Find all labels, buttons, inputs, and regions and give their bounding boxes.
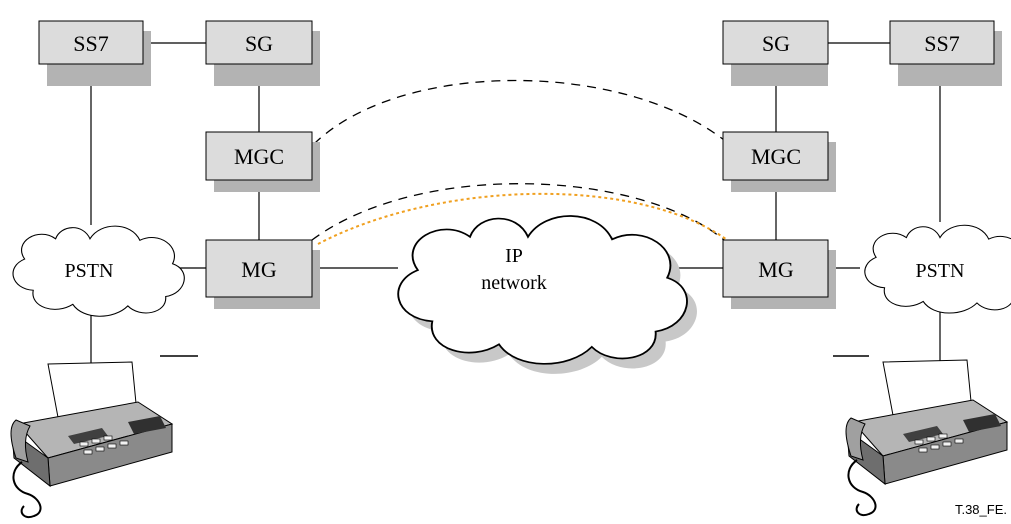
figure-code: T.38_FE.	[955, 502, 1007, 517]
box-label-mg-right: MG	[758, 257, 794, 282]
cloud-label-pstn-right: PSTN	[916, 260, 965, 282]
box-mg-right: MG	[722, 239, 836, 309]
box-mgc-left: MGC	[205, 131, 320, 192]
media-path	[317, 192, 731, 245]
box-label-mgc-left: MGC	[234, 144, 284, 169]
cloud-pstn-right: PSTN	[864, 224, 1011, 314]
box-sg-right: SG	[722, 20, 829, 86]
box-label-mgc-right: MGC	[751, 144, 801, 169]
box-ss7-right: SS7	[889, 20, 1002, 86]
box-ss7-left: SS7	[38, 20, 151, 86]
fax-machine-icon	[845, 359, 1009, 516]
box-label-ss7-right: SS7	[924, 31, 959, 56]
box-label-ss7-left: SS7	[73, 31, 108, 56]
cloud-label-ip: IP	[505, 245, 523, 267]
cloud-label-pstn-left: PSTN	[65, 260, 114, 282]
cloud-pstn-left: PSTN	[12, 225, 185, 317]
box-label-sg-left: SG	[245, 31, 273, 56]
cloud-label-network: network	[481, 272, 547, 294]
fax-machine-icon	[10, 361, 174, 518]
cloud-ip-network: IP network	[397, 215, 697, 374]
box-sg-left: SG	[205, 20, 320, 86]
box-mgc-right: MGC	[722, 131, 836, 192]
signaling-path-mgc	[313, 79, 725, 145]
box-mg-left: MG	[205, 239, 320, 309]
box-label-mg-left: MG	[241, 257, 277, 282]
signaling-path-mg	[311, 183, 725, 241]
box-label-sg-right: SG	[762, 31, 790, 56]
